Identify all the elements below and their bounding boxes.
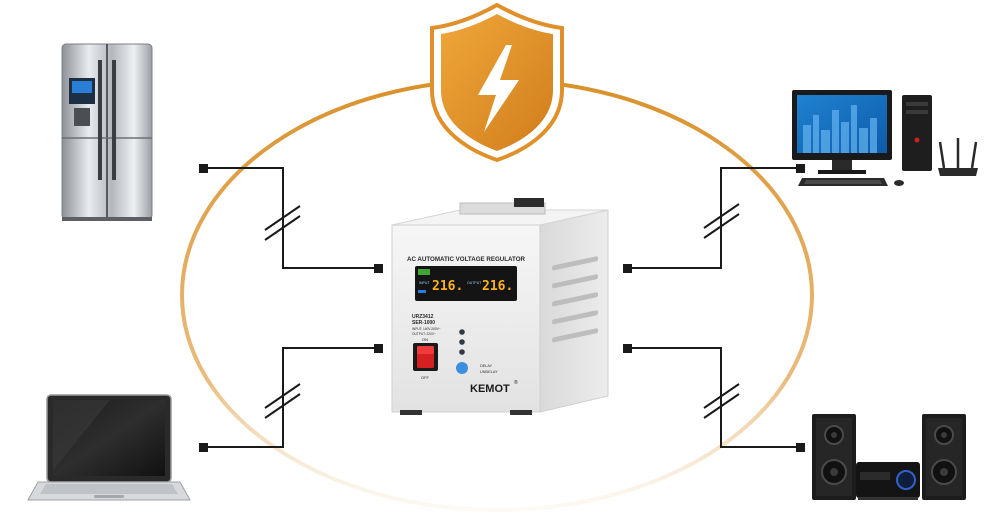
brand-logo: KEMOT bbox=[470, 383, 510, 395]
wifi-router bbox=[938, 138, 978, 176]
regulator-header: AC AUTOMATIC VOLTAGE REGULATOR bbox=[407, 256, 526, 263]
voltage-regulator: AC AUTOMATIC VOLTAGE REGULATOR INPUT OUT… bbox=[391, 198, 609, 415]
input-voltage-reading: 216. bbox=[432, 279, 463, 294]
spec-line-2: OUTPUT: 220V~ bbox=[412, 332, 436, 336]
desktop-computer bbox=[792, 90, 932, 186]
switch-off-label: OFF bbox=[421, 375, 430, 380]
left-wiring bbox=[204, 167, 378, 448]
right-wiring bbox=[627, 167, 800, 448]
indicator-led-2 bbox=[459, 339, 465, 345]
delay-label: DELAY bbox=[480, 364, 493, 368]
right-terminals bbox=[623, 164, 805, 452]
switch-on-label: ON bbox=[422, 337, 428, 342]
indicator-led-3 bbox=[459, 349, 465, 355]
delay-button bbox=[456, 362, 468, 374]
left-terminals bbox=[199, 164, 383, 452]
model-line-2: SER-1000 bbox=[412, 320, 435, 326]
laptop bbox=[27, 394, 191, 501]
output-label: OUTPUT bbox=[467, 281, 482, 285]
output-voltage-reading: 216. bbox=[482, 279, 513, 294]
model-line-1: URZ3412 bbox=[412, 314, 434, 320]
undelay-label: UNDELAY bbox=[480, 370, 498, 374]
brand-mark: ® bbox=[514, 379, 518, 386]
refrigerator bbox=[61, 43, 153, 221]
input-label: INPUT bbox=[419, 281, 430, 285]
lightning-shield-icon bbox=[430, 2, 564, 163]
spec-line-1: INPUT: 140V-260V~ bbox=[412, 327, 441, 331]
stereo-system bbox=[812, 414, 966, 500]
indicator-led-1 bbox=[459, 329, 465, 335]
